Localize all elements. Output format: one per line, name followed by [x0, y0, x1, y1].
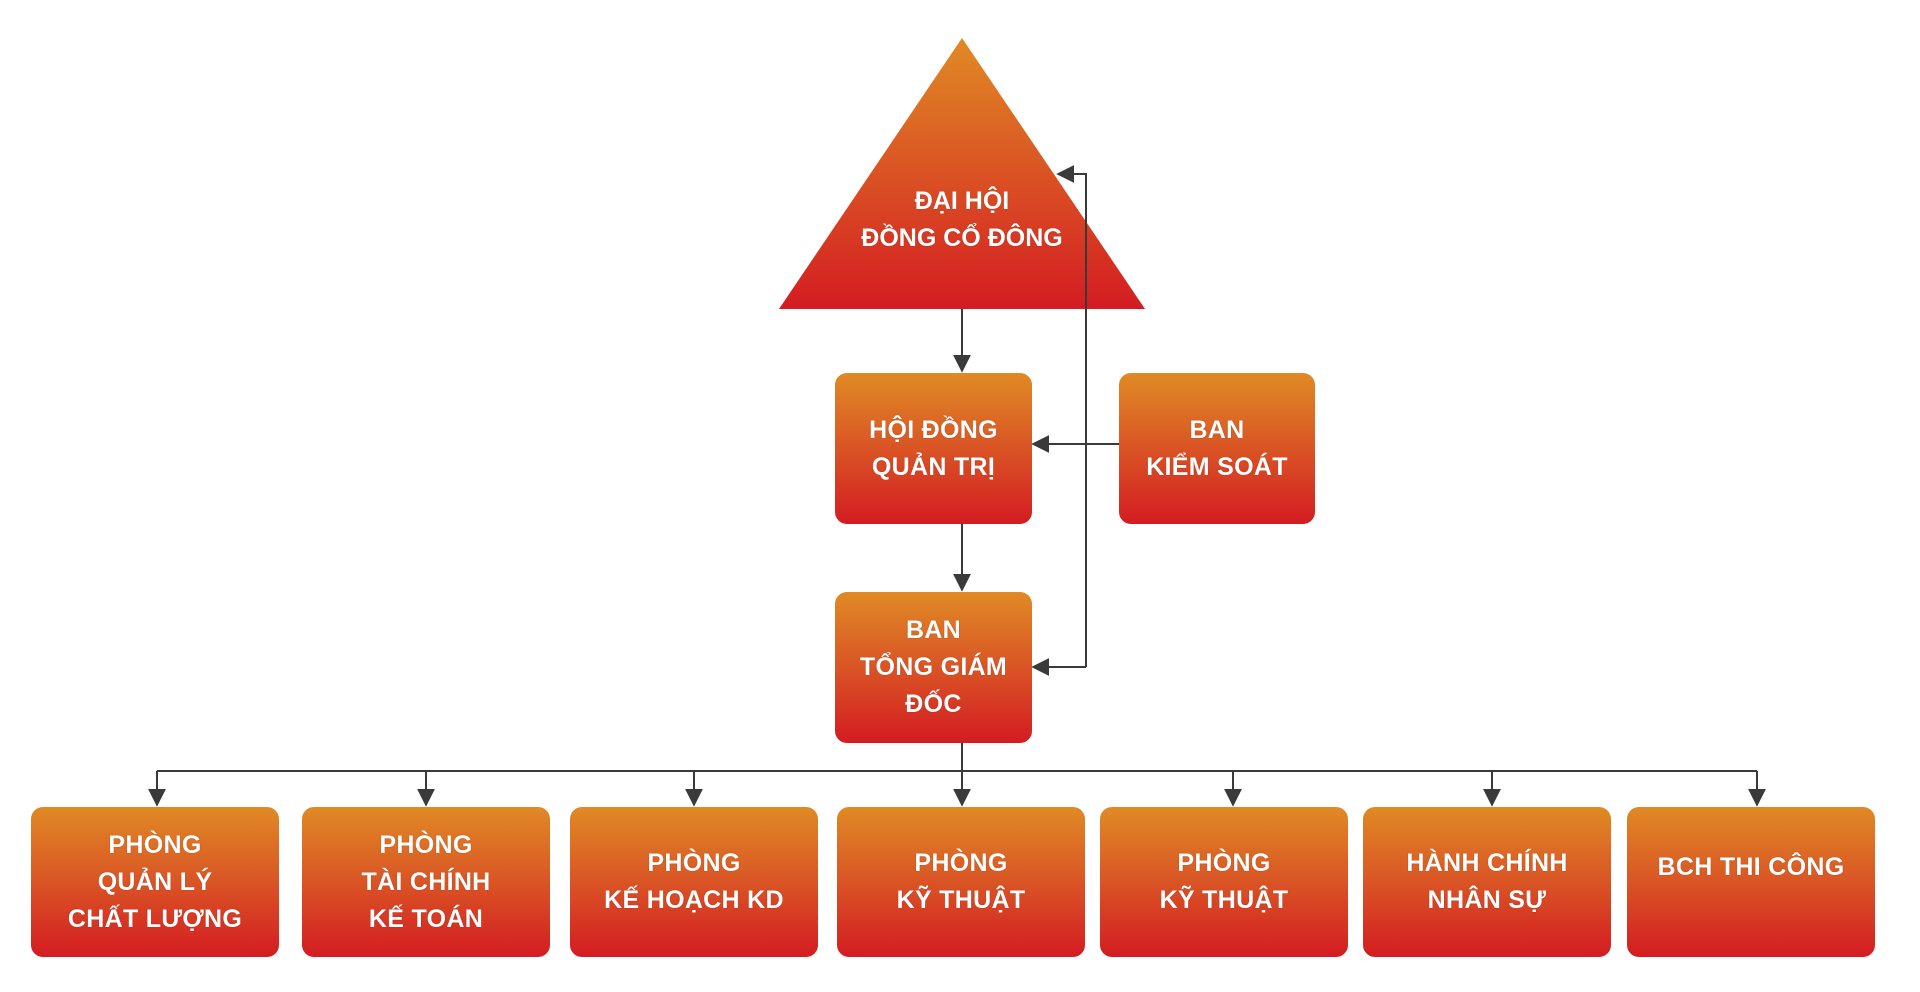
- department-node: PHÒNG KỸ THUẬT: [1100, 807, 1348, 957]
- board-node-label: HỘI ĐỒNG QUẢN TRỊ: [869, 415, 998, 481]
- department-label: PHÒNG TÀI CHÍNH KẾ TOÁN: [361, 830, 491, 933]
- edge-to-root-feedback: [1056, 165, 1087, 667]
- department-node: PHÒNG TÀI CHÍNH KẾ TOÁN: [302, 807, 550, 957]
- department-label: PHÒNG KỸ THUẬT: [896, 849, 1026, 914]
- supervisory-node: BAN KIỂM SOÁT: [1119, 373, 1315, 524]
- department-label: HÀNH CHÍNH NHÂN SỰ: [1406, 849, 1568, 914]
- department-label: PHÒNG KẾ HOẠCH KD: [604, 849, 784, 914]
- root-triangle-node: [779, 38, 1145, 309]
- department-label: PHÒNG KỸ THUẬT: [1159, 849, 1289, 914]
- department-node: BCH THI CÔNG: [1627, 807, 1875, 957]
- department-node: PHÒNG KỸ THUẬT: [837, 807, 1085, 957]
- department-node: PHÒNG QUẢN LÝ CHẤT LƯỢNG: [31, 807, 279, 957]
- department-label: PHÒNG QUẢN LÝ CHẤT LƯỢNG: [67, 830, 243, 933]
- executive-node: BAN TỔNG GIÁM ĐỐC: [835, 592, 1032, 743]
- supervisory-node-label: BAN KIỂM SOÁT: [1146, 415, 1288, 481]
- department-node: HÀNH CHÍNH NHÂN SỰ: [1363, 807, 1611, 957]
- board-node: HỘI ĐỒNG QUẢN TRỊ: [835, 373, 1032, 524]
- department-label: BCH THI CÔNG: [1657, 853, 1845, 881]
- department-node: PHÒNG KẾ HOẠCH KD: [570, 807, 818, 957]
- root-node-label: ĐẠI HỘI ĐỒNG CỔ ĐÔNG: [861, 187, 1063, 252]
- executive-node-label: BAN TỔNG GIÁM ĐỐC: [859, 616, 1008, 718]
